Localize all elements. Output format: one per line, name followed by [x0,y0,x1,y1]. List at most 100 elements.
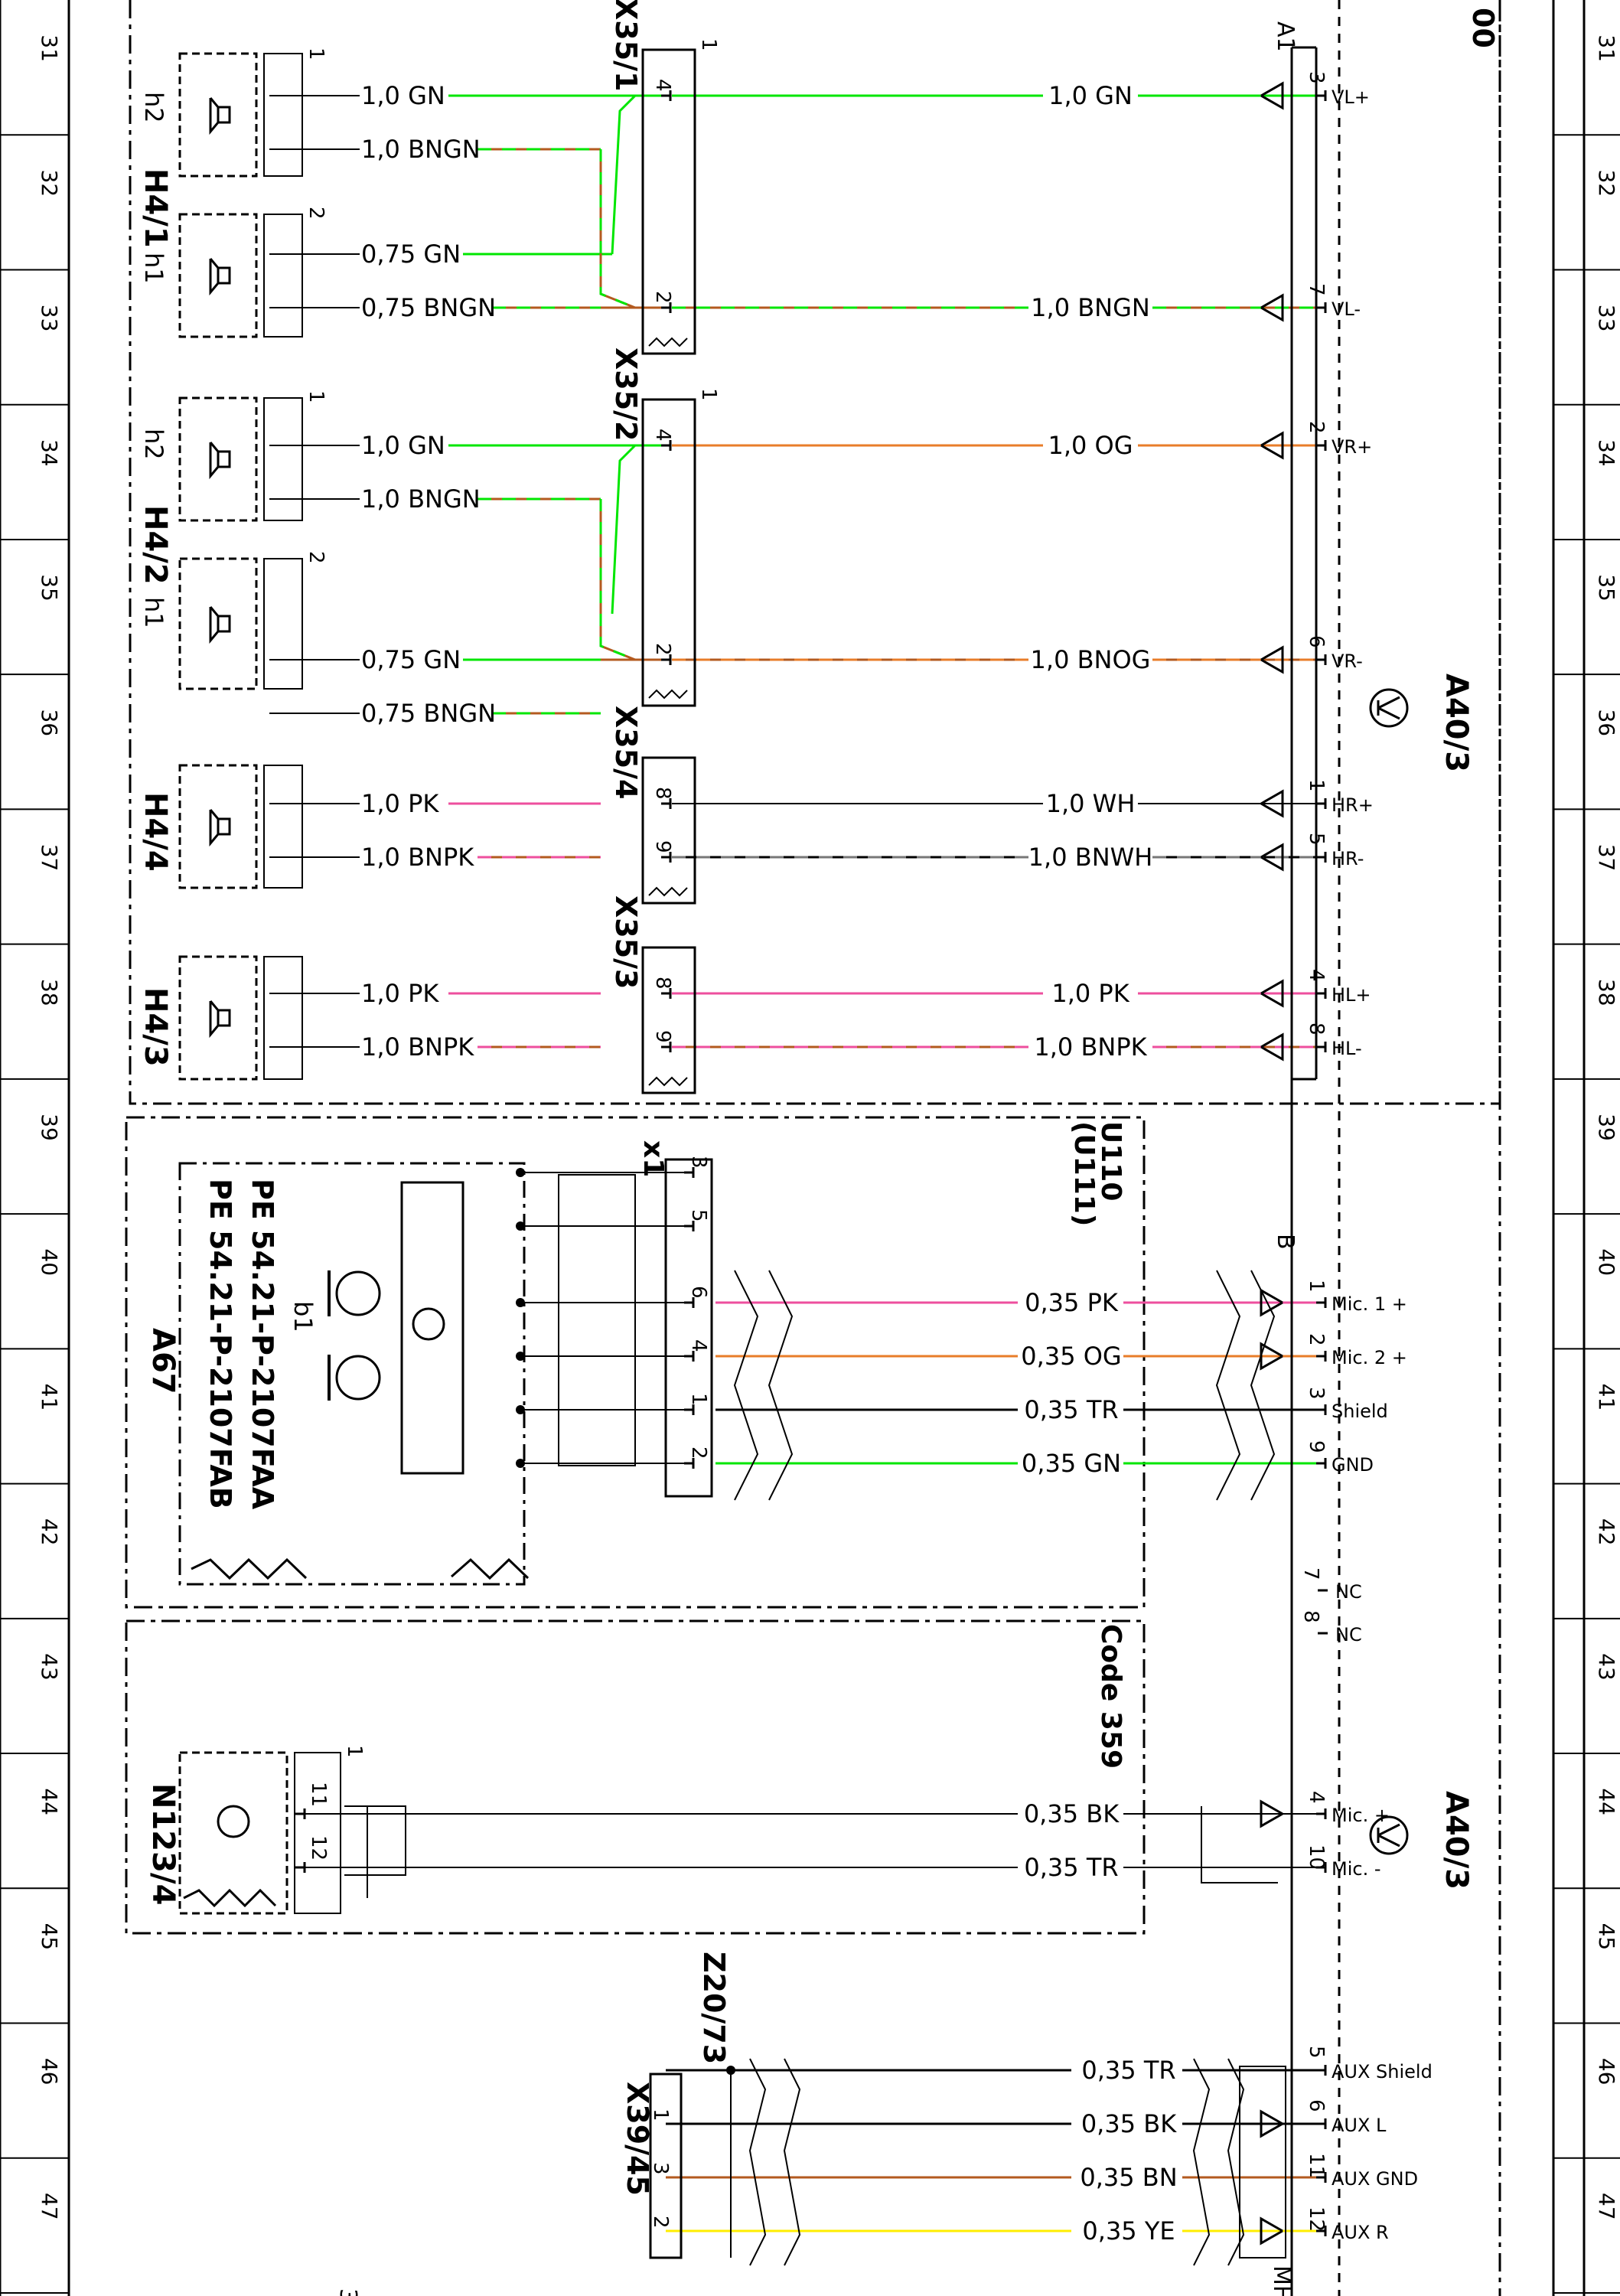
wire-label: 1,0 BNGN [361,135,481,164]
speaker-dashed-box [178,764,258,889]
connector-pin-label: 8 [651,787,674,800]
n123-label: N123/4 [145,1783,181,1905]
speaker-dashed-box [178,396,258,522]
wire-label: 0,75 BNGN [361,293,496,322]
x1-connector [664,1158,713,1498]
grid-row-label-left: 46 [37,2058,62,2086]
a40-pin-number: 3 [1305,1387,1328,1400]
wire-label: 1,0 BNPK [1034,1032,1147,1062]
microphone-icon [335,1270,381,1316]
connector-tail [648,689,688,700]
grid-row-label-right: 37 [1594,844,1619,872]
wire-label: 0,35 BN [1080,2163,1177,2192]
a40-signal-label: VL- [1332,298,1361,320]
a40-pin-number: 7 [1305,283,1328,296]
a40-pin-number: 11 [1305,2153,1328,2178]
speaker-area-box [129,0,1501,1105]
signal-arrow-icon [1260,645,1284,674]
a40-signal-label: HL+ [1332,984,1371,1006]
signal-arrow-icon [1260,2216,1283,2245]
cable-bundle [783,2058,801,2266]
b1-label: b1 [288,1301,318,1332]
junction-dot [516,1168,525,1177]
connector-pin-label: 2 [651,291,674,304]
wire-bn-route [599,149,666,309]
a40-signal-label: VR- [1332,651,1363,672]
wavy-break [191,1557,308,1580]
a40-signal-label: HR+ [1332,794,1374,816]
wire-label: 1,0 GN [361,81,445,110]
speaker-plug-ref: 1 [305,390,328,403]
a40-signal-label: Mic. 2 + [1332,1347,1407,1368]
wire-gn-route [611,444,637,615]
wire-label: 1,0 BNGN [361,484,481,514]
speaker-icon [217,1009,231,1027]
a40-signal-label: VL+ [1332,86,1370,108]
signal-arrow-icon [1260,1288,1283,1317]
wire-label: 1,0 GN [1048,81,1133,110]
connector-X35/4 [641,756,696,905]
a40-signal-label: HL- [1332,1038,1362,1059]
amplifier-symbol-icon [1377,1834,1400,1848]
b-label: B [1272,1234,1299,1250]
wire-label: 1,0 PK [361,979,439,1008]
code-359-label: Code 359 [1095,1624,1126,1769]
nc-label: NC [1335,1624,1362,1645]
connector-label: X35/1 [609,0,643,92]
stray-label: 3 [334,2288,361,2296]
a40-pin-number: 5 [1305,2046,1328,2059]
a40-pin-number: 6 [1305,635,1328,648]
speaker-icon [217,450,231,468]
grid-row-label-left: 33 [37,305,62,332]
connector-ref: 1 [697,388,720,401]
a40-signal-label: GND [1332,1454,1374,1476]
shield-frame [1201,1806,1278,1883]
amplifier-symbol-icon [1369,688,1409,728]
component-layer [178,46,1409,2296]
grid-row-label-right: 46 [1594,2058,1619,2086]
signal-arrow-icon [1260,1032,1284,1062]
grid-row-label-right: 44 [1594,1788,1619,1815]
wire-label: 1,0 PK [1051,979,1129,1008]
connector-pin-label: 9 [651,840,674,853]
signal-arrow-icon [1260,979,1284,1008]
x39-pin-label: 2 [649,2216,672,2229]
u110-label: U110 [1095,1121,1126,1201]
a40-signal-label: Shield [1332,1401,1388,1422]
x1-pin-label: 4 [687,1339,710,1352]
wire-label: 0,35 BK [1024,1799,1120,1828]
grid-row-label-left: 35 [37,574,62,602]
speaker-plug-ref: 1 [305,47,328,60]
a40-pin-number: 10 [1305,1844,1328,1870]
junction-dot [516,1459,525,1468]
a40-signal-label: AUX GND [1332,2168,1418,2190]
grid-row-label-right: 36 [1594,709,1619,736]
shield-frame [344,1805,406,1876]
speaker-dashed-box [178,213,258,338]
signal-arrow-icon [1260,293,1284,322]
grid-row-label-left: 32 [37,170,62,197]
a1-label: A1 [1272,21,1299,52]
wire-label: 0,35 YE [1082,2216,1175,2245]
grid-row-label-right: 34 [1594,439,1619,467]
x1-pin-label: 6 [687,1286,710,1299]
connector-pin-label: 4 [651,429,674,442]
x1-pin-label: 3 [687,1156,710,1169]
connector-ref: 1 [697,38,720,51]
pe-reference: PE 54.21-P-2107FAB [204,1179,237,1509]
a40-signal-label: AUX L [1332,2115,1387,2136]
u111-label: (U111) [1068,1121,1100,1226]
wire-bn-route [599,499,666,661]
connector-label: X35/3 [609,895,643,990]
speaker-pair-label: H4/3 [138,987,173,1067]
speaker-icon [217,106,231,124]
x39-label: X39/45 [621,2082,654,2196]
n123-terminal [294,1752,341,1914]
a40-signal-label: Mic. - [1332,1858,1381,1880]
wire-label: 0,35 TR [1024,1395,1118,1424]
top-edge-fragment: 00 [1466,8,1500,48]
junction-dot [516,1298,525,1307]
speaker-terminal-box [263,53,303,177]
wavy-break [183,1888,277,1908]
grid-row-label-left: 37 [37,844,62,872]
